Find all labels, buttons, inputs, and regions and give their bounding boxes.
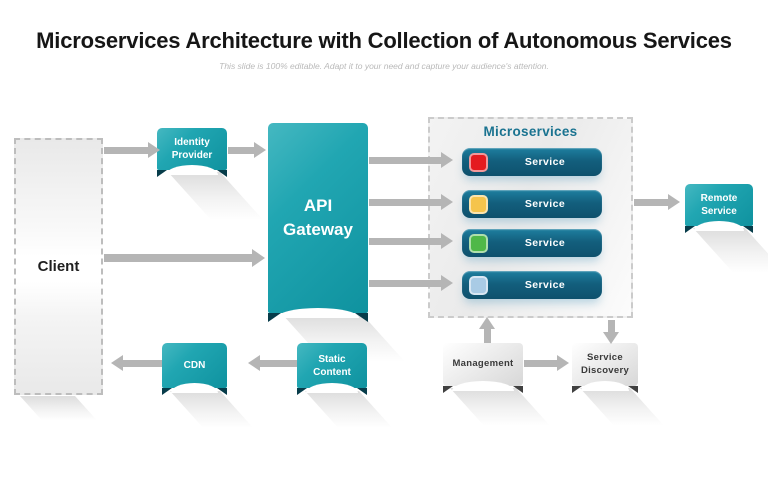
shadow-beam [580,388,672,434]
static-content-node: Static Content [297,343,367,395]
service-discovery-node: Service Discovery [572,343,638,393]
identity-provider-node: Identity Provider [157,128,227,177]
ribbon-notch [306,383,358,393]
service-discovery-label: Service Discovery [580,352,630,376]
client-node: Client [14,138,103,395]
api-gateway-node: API Gateway [268,123,368,322]
service-node: Service [462,148,602,176]
static-content-label: Static Content [313,353,351,378]
service-icon [469,275,488,295]
service-label: Service [524,279,566,291]
microservices-group: Microservices Service Service Service Se… [428,117,633,318]
ribbon-notch [452,381,514,391]
api-gateway-label: API Gateway [283,196,353,239]
shadow-beam [450,388,558,434]
microservices-group-title: Microservices [483,124,578,139]
management-label: Management [452,358,514,370]
client-label: Client [16,256,101,277]
service-icon [469,233,488,253]
ribbon-notch [166,165,218,175]
management-node: Management [443,343,523,393]
ribbon-notch [694,221,744,231]
service-icon [469,152,488,172]
shadow-beam [168,172,273,230]
shadow-beam [20,396,103,426]
page-subtitle: This slide is 100% editable. Adapt it to… [219,61,549,71]
ribbon-notch [171,383,218,393]
ribbon-notch [277,308,359,318]
service-label: Service [524,156,566,168]
shadow-beam [693,228,768,283]
remote-service-label: Remote Service [700,193,738,217]
ribbon-notch [581,381,629,391]
cdn-label: CDN [183,360,206,371]
service-icon [469,194,488,214]
cdn-node: CDN [162,343,227,395]
page-title: Microservices Architecture with Collecti… [36,28,732,53]
service-node: Service [462,271,602,299]
remote-service-node: Remote Service [685,184,753,233]
shadow-beam [170,391,261,436]
service-label: Service [524,237,566,249]
service-node: Service [462,190,602,218]
service-label: Service [524,198,566,210]
service-node: Service [462,229,602,257]
shadow-beam [305,391,400,436]
identity-provider-label: Identity Provider [171,137,213,161]
